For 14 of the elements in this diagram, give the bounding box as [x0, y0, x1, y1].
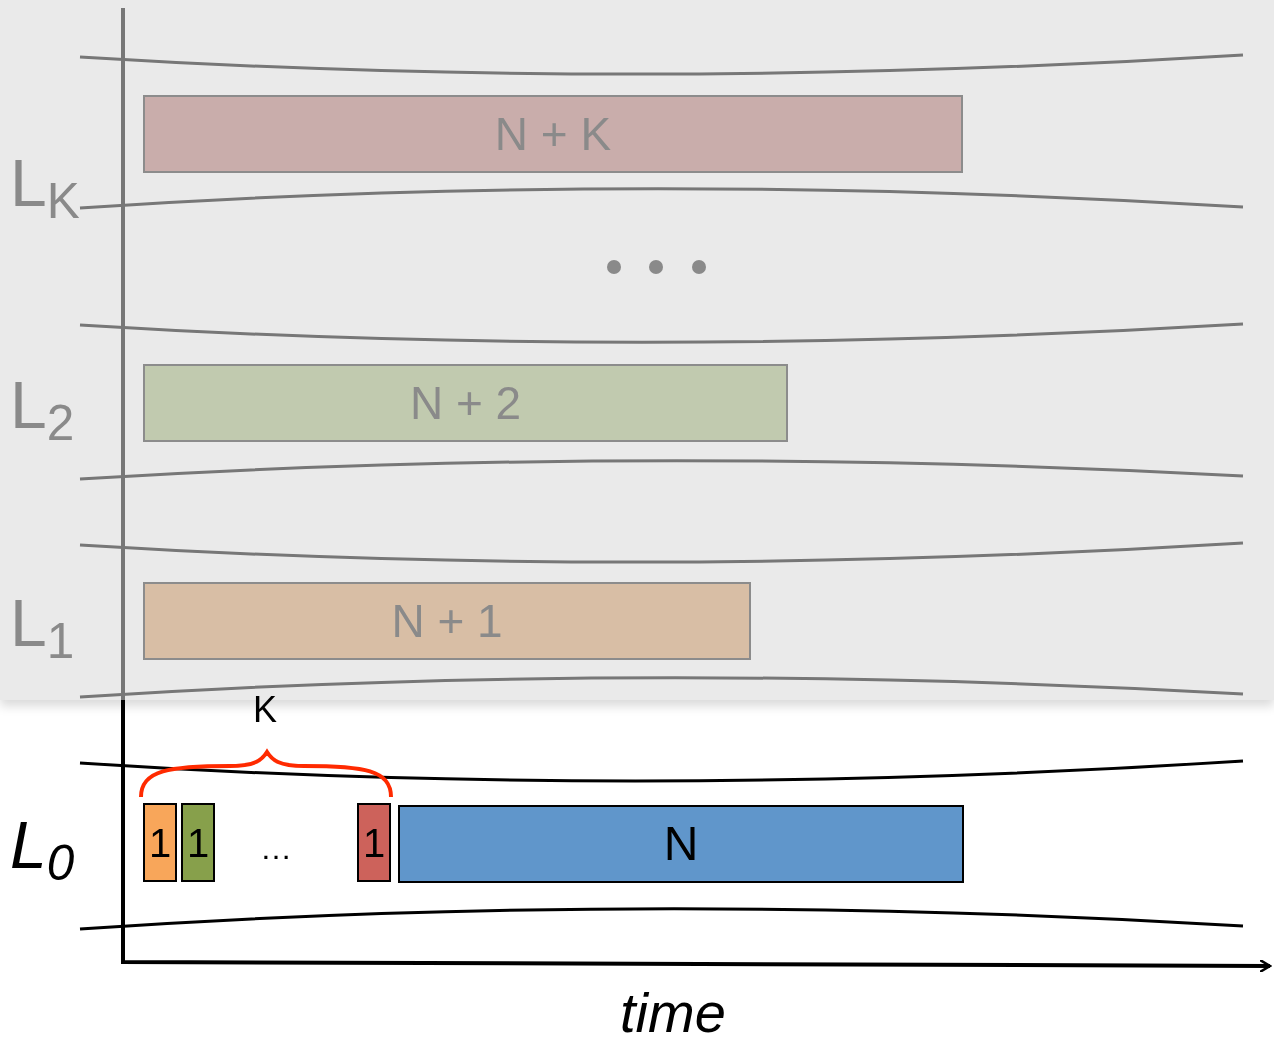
data-block: 1 — [181, 803, 215, 882]
text-label: K — [253, 692, 277, 728]
text-label: L$_{1}$ — [10, 590, 75, 656]
text-label: L$_{K}$ — [10, 150, 80, 216]
data-block: 1 — [357, 803, 391, 882]
data-block: 1 — [143, 803, 177, 882]
text-label: L$_{0}$ — [10, 812, 75, 878]
level-bar: N + 1 — [143, 582, 751, 660]
text-label: L$_{2}$ — [10, 372, 75, 438]
text-label: … — [260, 832, 292, 864]
level-bar: N + 2 — [143, 364, 788, 442]
data-block: N — [398, 805, 964, 883]
text-label: time — [620, 985, 726, 1041]
level-bar: N + K — [143, 95, 963, 173]
